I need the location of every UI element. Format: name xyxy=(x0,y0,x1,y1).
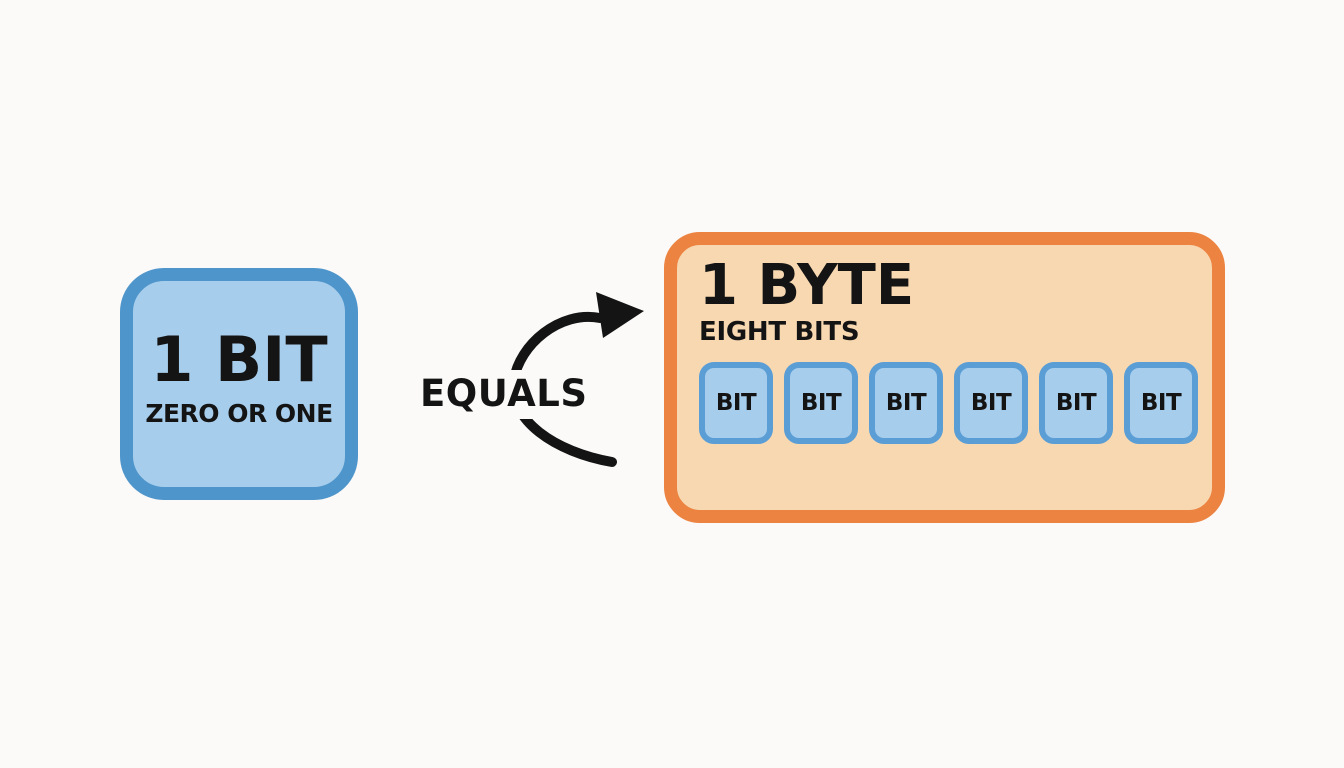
bit-card-subtitle: ZERO OR ONE xyxy=(145,398,333,428)
byte-card: 1 BYTE EIGHT BITS BIT BIT BIT BIT BIT BI… xyxy=(664,232,1225,523)
byte-card-subtitle: EIGHT BITS xyxy=(699,316,860,347)
bit-cell: BIT xyxy=(1039,361,1113,444)
bit-cell: BIT xyxy=(1124,361,1198,444)
bit-cell: BIT xyxy=(699,361,773,444)
bits-row: BIT BIT BIT BIT BIT BIT xyxy=(699,361,1212,444)
bit-cell: BIT xyxy=(784,361,858,444)
bit-cell: BIT xyxy=(869,361,943,444)
bit-cell: BIT xyxy=(954,361,1028,444)
byte-card-title: 1 BYTE xyxy=(699,253,915,318)
bit-card: 1 BIT ZERO OR ONE xyxy=(120,268,358,500)
equals-label: EQUALS xyxy=(416,370,594,419)
bit-card-title: 1 BIT xyxy=(150,322,328,396)
